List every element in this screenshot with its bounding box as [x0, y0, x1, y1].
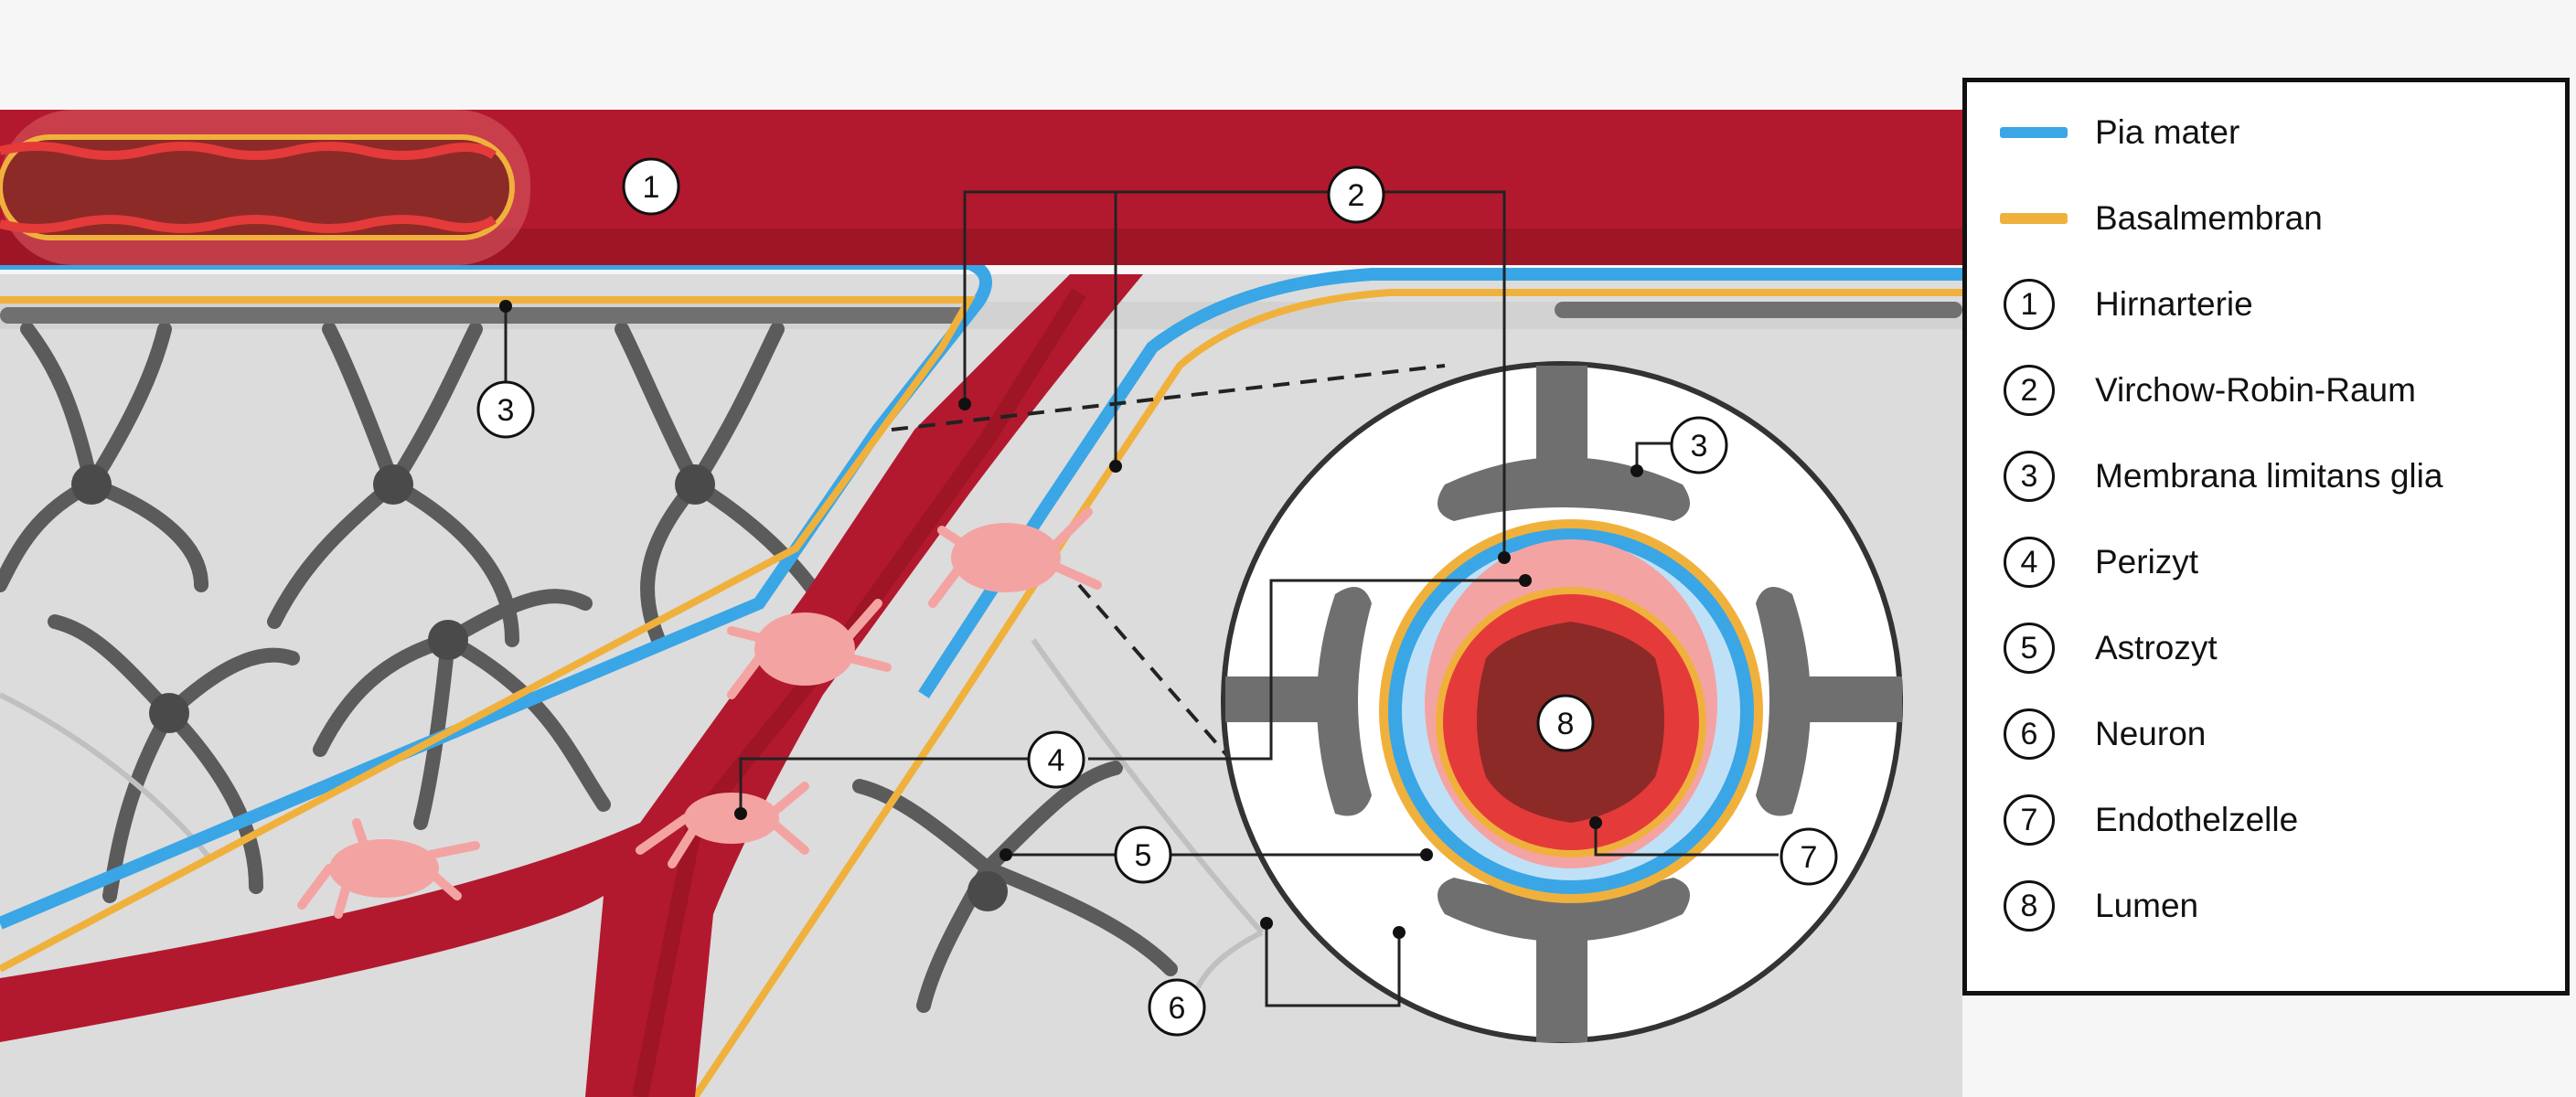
legend-number-badge: 3: [2004, 451, 2055, 502]
astrocyte-bodies: [71, 464, 1008, 911]
basement-membrane-left: [0, 296, 976, 973]
astrocyte-body: [373, 464, 413, 505]
callout-dots: [499, 300, 1643, 939]
pia-mater-swatch: [2000, 127, 2068, 138]
pericyte: [754, 612, 855, 686]
callout-4: 4: [1027, 730, 1085, 789]
callout-7: 7: [1780, 827, 1838, 886]
callout-1-number: 1: [643, 170, 660, 205]
legend-item-basalmembran: Basalmembran: [2000, 186, 2549, 250]
legend-label: Membrana limitans glia: [2095, 457, 2443, 495]
pericytes: [329, 523, 1061, 898]
callout-2-number: 2: [1348, 178, 1365, 213]
callout-5: 5: [1114, 825, 1172, 884]
pericyte: [329, 839, 439, 898]
legend-number-badge: 1: [2004, 279, 2055, 330]
callout-2: 2: [1327, 165, 1385, 224]
legend-item-5: 5 Astrozyt: [2000, 616, 2549, 680]
legend-item-3: 3 Membrana limitans glia: [2000, 444, 2549, 508]
callout-3-inset: 3: [1670, 416, 1728, 474]
astrocyte-network: [0, 322, 1178, 1013]
legend-number-badge: 2: [2004, 365, 2055, 416]
zoom-line: [1077, 583, 1232, 761]
callout-7-number: 7: [1801, 840, 1818, 875]
zoom-line: [891, 364, 1446, 431]
legend-item-7: 7 Endothelzelle: [2000, 788, 2549, 852]
legend-label: Neuron: [2095, 715, 2207, 752]
callout-1: 1: [622, 157, 680, 216]
pericyte: [684, 793, 779, 844]
callout-4-number: 4: [1048, 743, 1065, 778]
legend-label: Endothelzelle: [2095, 801, 2299, 838]
callout-6-number: 6: [1169, 991, 1186, 1026]
legend-item-2: 2 Virchow-Robin-Raum: [2000, 358, 2549, 422]
basement-membrane-swatch: [2000, 213, 2068, 224]
legend-item-6: 6 Neuron: [2000, 702, 2549, 766]
pia-mater-right: [918, 268, 1962, 698]
legend-label: Astrozyt: [2095, 629, 2218, 666]
legend-number-badge: 7: [2004, 794, 2055, 846]
callout-leaders: [504, 190, 1779, 1007]
astrocyte-body: [967, 871, 1008, 911]
callout-3-inset-number: 3: [1691, 429, 1708, 463]
callout-6: 6: [1148, 978, 1206, 1037]
legend-label: Virchow-Robin-Raum: [2095, 371, 2416, 409]
legend-number-badge: 4: [2004, 537, 2055, 588]
legend-number-badge: 5: [2004, 623, 2055, 674]
legend-item-1: 1 Hirnarterie: [2000, 272, 2549, 336]
astrocyte-body: [149, 693, 189, 733]
legend-label: Hirnarterie: [2095, 285, 2253, 323]
callout-8: 8: [1536, 694, 1595, 752]
legend-label: Lumen: [2095, 887, 2199, 924]
legend-label: Perizyt: [2095, 543, 2199, 580]
callout-3-left: 3: [476, 380, 535, 439]
artery-lumen-cut: [0, 134, 515, 240]
callout-3-number: 3: [497, 393, 515, 428]
legend: Pia mater Basalmembran 1 Hirnarterie 2 V…: [1962, 78, 2570, 996]
callout-5-number: 5: [1135, 838, 1152, 873]
astrocyte-body: [675, 464, 715, 505]
endothelium-cut: [0, 142, 497, 233]
glia-end-feet: [0, 302, 1962, 324]
pericyte: [951, 523, 1061, 592]
legend-item-pia-mater: Pia mater: [2000, 101, 2549, 165]
legend-label: Basalmembran: [2095, 199, 2323, 237]
pericyte-processes: [297, 507, 1102, 919]
legend-label: Pia mater: [2095, 113, 2240, 151]
legend-item-4: 4 Perizyt: [2000, 530, 2549, 594]
legend-number-badge: 6: [2004, 708, 2055, 760]
callout-8-number: 8: [1557, 707, 1575, 741]
basement-membrane-right: [691, 289, 1962, 1097]
legend-number-badge: 8: [2004, 880, 2055, 932]
descending-artery: [0, 274, 1143, 1097]
astrocyte-body: [71, 464, 112, 505]
astrocyte-body: [428, 620, 468, 660]
inset-glia-feet: [1225, 366, 1902, 1042]
legend-item-8: 8 Lumen: [2000, 874, 2549, 938]
